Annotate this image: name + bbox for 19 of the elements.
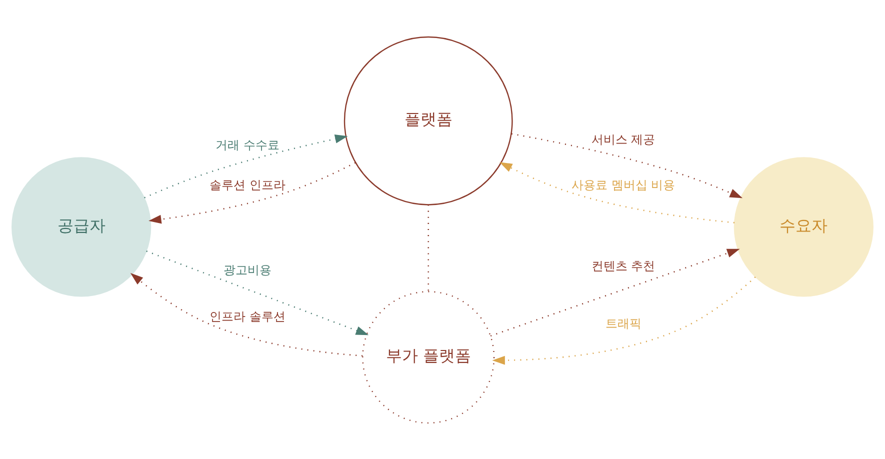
node-circle: 공급자	[12, 156, 152, 296]
arrow	[146, 250, 369, 335]
arrow	[492, 276, 756, 364]
arrow	[511, 132, 743, 198]
arrow	[130, 272, 363, 356]
arrow	[148, 162, 356, 224]
edge-label: 컨텐츠 추천	[591, 258, 656, 273]
edge-label: 인프라 솔루션	[210, 309, 286, 324]
arrow	[144, 134, 348, 198]
edge-label: 서비스 제공	[591, 132, 656, 146]
edge-label: 거래 수수료	[216, 137, 280, 152]
edge-label: 솔루션 인프라	[210, 178, 286, 192]
edge-label: 사용료 멤버십 비용	[571, 178, 676, 192]
edge-label: 광고비용	[224, 262, 272, 277]
arrow	[499, 162, 734, 223]
edge-label: 트래픽	[605, 316, 642, 330]
node-circle: 수요자	[734, 156, 874, 296]
arrow	[490, 248, 740, 336]
node-circle: 부가 플랫폼	[362, 290, 495, 424]
